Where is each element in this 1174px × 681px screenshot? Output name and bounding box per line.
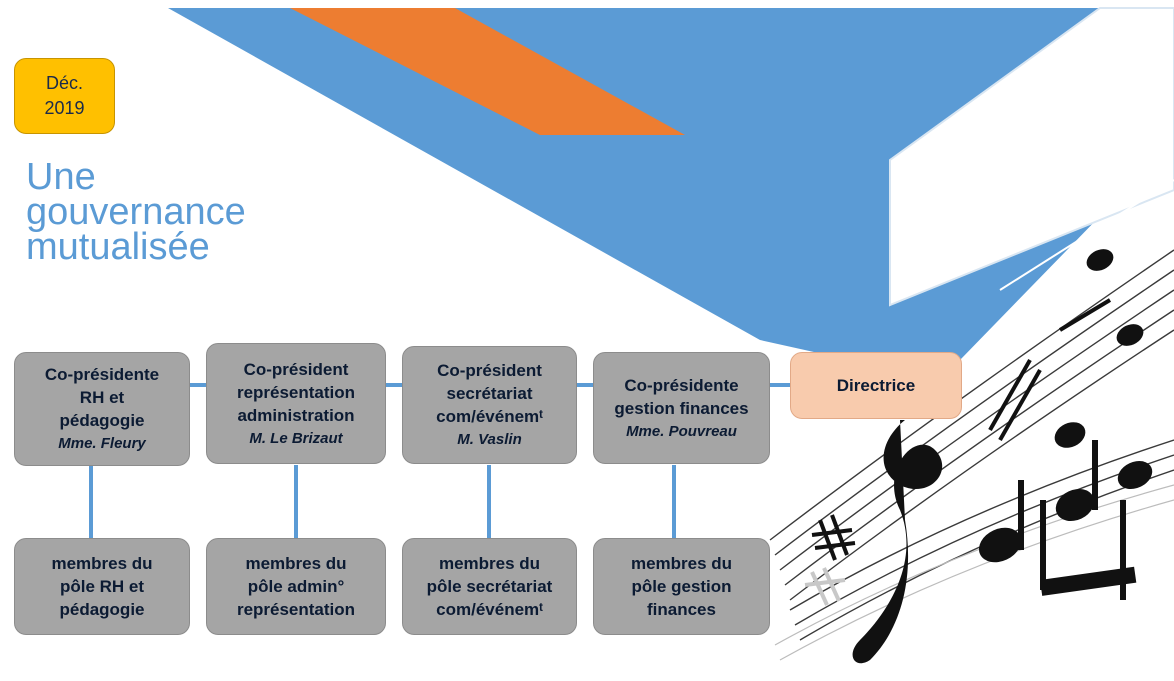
orange-stripe-shape xyxy=(290,8,685,135)
box-line: pôle gestion xyxy=(631,577,732,596)
box-line: pôle secrétariat xyxy=(426,577,553,596)
box-line: Co-président xyxy=(437,361,542,380)
box-line: représentation xyxy=(236,382,356,402)
slide-title: Une gouvernance mutualisée xyxy=(26,158,346,268)
box-line: pédagogie xyxy=(59,600,145,619)
box-line: Co-président xyxy=(243,359,349,379)
box-person-name: Mme. Pouvreau xyxy=(626,422,737,440)
box-line: com/événemᵗ xyxy=(436,600,543,619)
box-line: finances xyxy=(647,600,716,619)
box-line: Co-présidente xyxy=(44,365,160,384)
box-line: membres du xyxy=(245,554,347,573)
box-line: membres du xyxy=(630,554,733,573)
box-line: RH et xyxy=(79,388,125,407)
box-line: membres du xyxy=(51,554,153,573)
date-badge: Déc. 2019 xyxy=(14,58,115,134)
director-box: Directrice xyxy=(790,352,962,419)
box-line: pédagogie xyxy=(59,411,145,430)
co-president-rh-box: Co-présidente RH et pédagogie Mme. Fleur… xyxy=(14,352,190,466)
connector-vertical-1 xyxy=(89,465,93,540)
director-label: Directrice xyxy=(836,375,916,395)
box-line: représentation xyxy=(236,600,356,619)
date-badge-month: Déc. xyxy=(45,73,83,93)
box-person-name: M. Vaslin xyxy=(457,431,522,448)
box-line: administration xyxy=(237,405,355,425)
white-panel-shape xyxy=(889,7,1174,307)
pole-secretariat-members-box: membres du pôle secrétariat com/événemᵗ xyxy=(402,538,577,635)
connector-vertical-4 xyxy=(672,465,676,540)
pole-finances-members-box: membres du pôle gestion finances xyxy=(593,538,770,635)
treble-clef-icon xyxy=(852,420,943,664)
connector-vertical-2 xyxy=(294,465,298,540)
panel-highlight-line xyxy=(999,179,1174,291)
co-president-secretariat-box: Co-président secrétariat com/événemᵗ M. … xyxy=(402,346,577,464)
box-line: Co-présidente xyxy=(624,375,739,395)
box-line: com/événemᵗ xyxy=(436,407,543,426)
slide-title-line-2: gouvernance xyxy=(26,191,246,233)
slide-title-line-1: Une xyxy=(26,156,96,198)
co-president-admin-box: Co-président représentation administrati… xyxy=(206,343,386,464)
box-line: membres du xyxy=(438,554,541,573)
box-line: gestion finances xyxy=(614,398,749,418)
box-person-name: Mme. Fleury xyxy=(58,435,146,452)
box-person-name: M. Le Brizaut xyxy=(249,429,343,447)
box-line: pôle RH et xyxy=(59,577,145,596)
pole-admin-members-box: membres du pôle admin° représentation xyxy=(206,538,386,635)
co-president-finances-box: Co-présidente gestion finances Mme. Pouv… xyxy=(593,352,770,464)
pole-rh-members-box: membres du pôle RH et pédagogie xyxy=(14,538,190,635)
slide-title-line-3: mutualisée xyxy=(26,226,210,268)
connector-vertical-3 xyxy=(487,465,491,540)
box-line: secrétariat xyxy=(446,384,533,403)
box-line: pôle admin° xyxy=(247,577,345,596)
music-notes-icon xyxy=(769,249,1174,664)
date-badge-year: 2019 xyxy=(44,98,85,118)
